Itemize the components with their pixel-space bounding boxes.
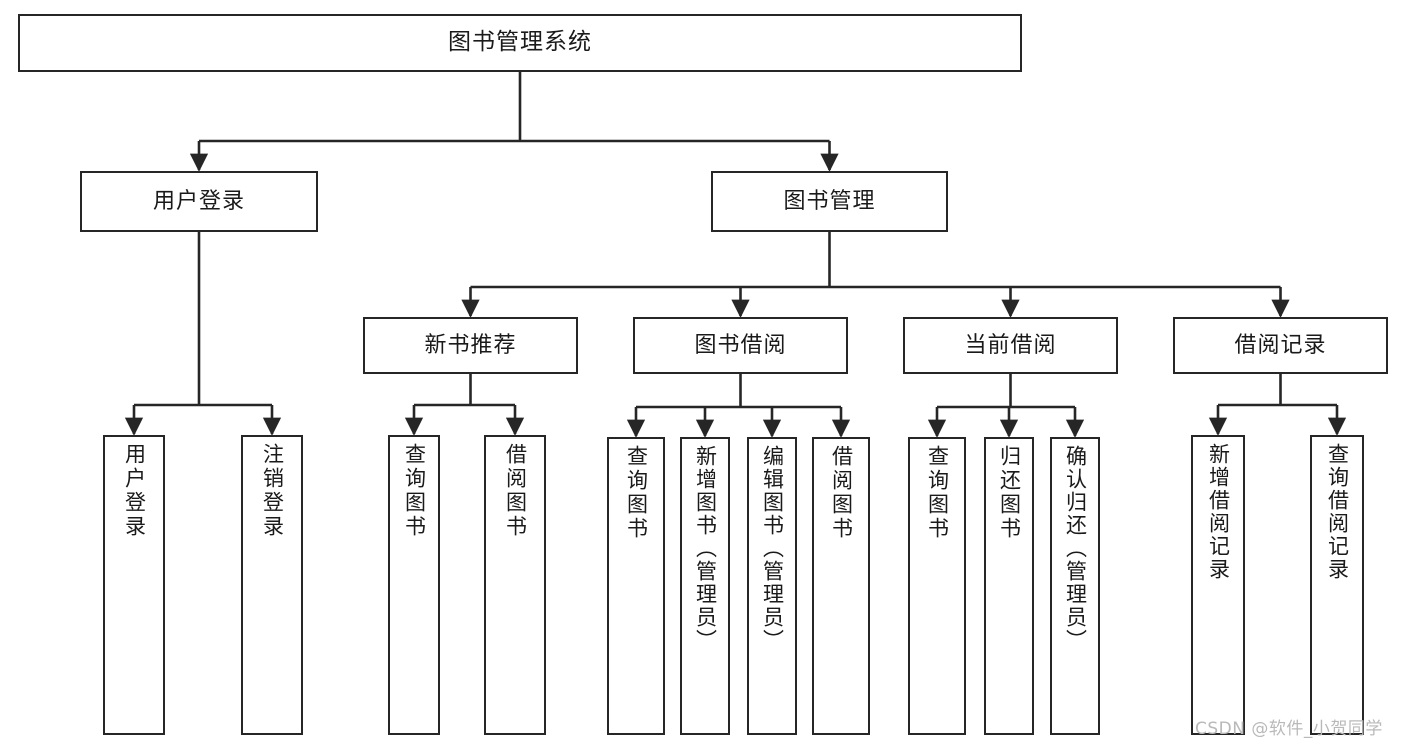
node-label: 注销登录: [260, 443, 285, 539]
node-leaf-user-login[interactable]: 用户登录: [103, 435, 165, 735]
csdn-watermark: CSDN @软件_小贺同学: [1195, 719, 1383, 739]
node-book-borrow[interactable]: 图书借阅: [633, 317, 848, 374]
node-label: 借阅图书: [829, 445, 854, 541]
node-leaf-bb-borrow[interactable]: 借阅图书: [812, 437, 870, 735]
node-label: 查询借阅记录: [1325, 443, 1350, 581]
node-leaf-bb-query[interactable]: 查询图书: [607, 437, 665, 735]
node-label: 当前借阅: [964, 332, 1057, 358]
node-label: 新书推荐: [424, 332, 517, 358]
node-new-book-rec[interactable]: 新书推荐: [363, 317, 578, 374]
node-label: 查询图书: [925, 445, 950, 541]
node-label: 用户登录: [122, 443, 147, 539]
node-label: 确认归还（管理员）: [1063, 445, 1088, 652]
node-current-borrow[interactable]: 当前借阅: [903, 317, 1118, 374]
node-label: 新增图书（管理员）: [693, 445, 718, 652]
node-leaf-cb-query[interactable]: 查询图书: [908, 437, 966, 735]
node-label: 查询图书: [402, 443, 427, 539]
node-leaf-cb-return[interactable]: 归还图书: [984, 437, 1034, 735]
node-label: 图书管理: [783, 188, 876, 214]
node-leaf-bb-add[interactable]: 新增图书（管理员）: [680, 437, 730, 735]
node-leaf-bb-edit[interactable]: 编辑图书（管理员）: [747, 437, 797, 735]
node-borrow-record[interactable]: 借阅记录: [1173, 317, 1388, 374]
node-leaf-user-logout[interactable]: 注销登录: [241, 435, 303, 735]
node-label: 借阅记录: [1234, 332, 1327, 358]
node-label: 图书借阅: [694, 332, 787, 358]
node-leaf-br-add[interactable]: 新增借阅记录: [1191, 435, 1245, 735]
node-label: 归还图书: [997, 445, 1022, 541]
node-leaf-br-query[interactable]: 查询借阅记录: [1310, 435, 1364, 735]
node-label: 编辑图书（管理员）: [760, 445, 785, 652]
node-label: 新增借阅记录: [1206, 443, 1231, 581]
node-label: 图书管理系统: [448, 29, 592, 56]
node-root[interactable]: 图书管理系统: [18, 14, 1022, 72]
node-leaf-cb-confirm[interactable]: 确认归还（管理员）: [1050, 437, 1100, 735]
node-book-mgmt[interactable]: 图书管理: [711, 171, 948, 232]
node-label: 查询图书: [624, 445, 649, 541]
node-leaf-rec-query[interactable]: 查询图书: [388, 435, 440, 735]
node-user-login[interactable]: 用户登录: [80, 171, 318, 232]
node-label: 用户登录: [152, 188, 245, 214]
node-leaf-rec-borrow[interactable]: 借阅图书: [484, 435, 546, 735]
node-label: 借阅图书: [503, 443, 528, 539]
